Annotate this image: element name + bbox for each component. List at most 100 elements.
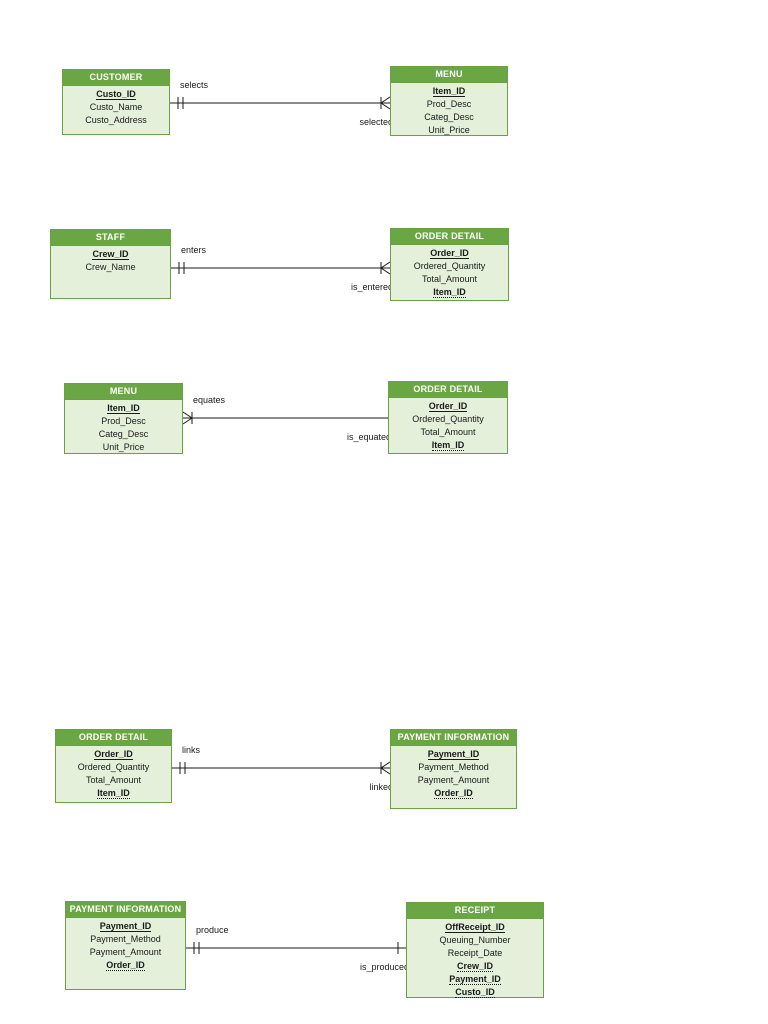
cardinality-many-icon (182, 411, 193, 419)
entity-title: CUSTOMER (63, 70, 169, 86)
entity-attribute: Ordered_Quantity (389, 413, 507, 426)
entity-attribute: Ordered_Quantity (391, 260, 508, 273)
cardinality-many-icon (380, 261, 391, 269)
relationship-label: selected (359, 117, 393, 127)
entity-attribute: Custo_ID (63, 88, 169, 101)
entity-attribute: Order_ID (56, 748, 171, 761)
attribute: Payment_Method (90, 934, 161, 944)
entity-attribute: Item_ID (391, 286, 508, 299)
entity-title: MENU (391, 67, 507, 83)
attribute: Unit_Price (428, 125, 470, 135)
entity-title: ORDER DETAIL (391, 229, 508, 245)
entity-attribute: Categ_Desc (391, 111, 507, 124)
foreign-key-attribute: Item_ID (431, 440, 465, 451)
entity-payment-information-b[interactable]: PAYMENT INFORMATION Payment_ID Payment_Met… (65, 901, 186, 990)
entity-attribute: Item_ID (391, 85, 507, 98)
entity-title: ORDER DETAIL (389, 382, 507, 398)
entity-title: PAYMENT INFORMATION (66, 902, 185, 918)
attribute: Payment_Amount (89, 947, 162, 957)
primary-key-attribute: Order_ID (428, 401, 468, 412)
relationship-label: linked (369, 782, 393, 792)
attribute: Total_Amount (420, 427, 476, 437)
entity-attribute: Total_Amount (389, 426, 507, 439)
entity-attribute: Custo_ID (407, 986, 543, 999)
entity-attribute: Custo_Name (63, 101, 169, 114)
attribute: Prod_Desc (426, 99, 472, 109)
foreign-key-attribute: Crew_ID (456, 961, 493, 972)
attribute: Ordered_Quantity (77, 762, 150, 772)
attribute: Ordered_Quantity (413, 261, 486, 271)
foreign-key-attribute: Item_ID (97, 788, 130, 799)
entity-attribute: Item_ID (65, 402, 182, 415)
cardinality-many-icon (380, 761, 391, 769)
entity-attribute: Categ_Desc (65, 428, 182, 441)
relationship-label: equates (193, 395, 226, 405)
entity-attribute: Total_Amount (56, 774, 171, 787)
entity-attribute: Custo_Address (63, 114, 169, 127)
entity-attribute: OffReceipt_ID (407, 921, 543, 934)
entity-title: STAFF (51, 230, 170, 246)
entity-attribute: Order_ID (391, 787, 516, 800)
entity-attribute: Crew_ID (51, 248, 170, 261)
attribute: Total_Amount (85, 775, 142, 785)
primary-key-attribute: Item_ID (107, 403, 140, 414)
entity-attribute: Item_ID (389, 439, 507, 452)
entity-attribute: Crew_ID (407, 960, 543, 973)
entity-attribute: Crew_Name (51, 261, 170, 274)
attribute: Prod_Desc (101, 416, 146, 426)
foreign-key-attribute: Custo_ID (455, 987, 495, 998)
primary-key-attribute: Custo_ID (96, 89, 136, 100)
entity-attribute: Payment_ID (391, 748, 516, 761)
primary-key-attribute: OffReceipt_ID (445, 922, 505, 933)
attribute: Crew_Name (85, 262, 136, 272)
attribute: Queuing_Number (439, 935, 511, 945)
attribute: Total_Amount (421, 274, 478, 284)
relationship-label: is_entered (351, 282, 393, 292)
relationship-label: produce (196, 925, 229, 935)
foreign-key-attribute: Order_ID (434, 788, 473, 799)
attribute: Payment_Amount (417, 775, 490, 785)
entity-attribute: Payment_ID (66, 920, 185, 933)
entity-attribute: Payment_Method (391, 761, 516, 774)
cardinality-many-icon (380, 96, 391, 104)
foreign-key-attribute: Item_ID (433, 287, 466, 298)
primary-key-attribute: Payment_ID (99, 921, 152, 932)
entity-title: MENU (65, 384, 182, 400)
entity-attribute: Unit_Price (65, 441, 182, 454)
primary-key-attribute: Order_ID (94, 749, 133, 760)
entity-attribute: Receipt_Date (407, 947, 543, 960)
attribute: Ordered_Quantity (412, 414, 484, 424)
entity-attribute: Payment_Amount (66, 946, 185, 959)
entity-attribute: Order_ID (66, 959, 185, 972)
relationship-label: enters (181, 245, 207, 255)
foreign-key-attribute: Order_ID (106, 960, 145, 971)
cardinality-many-icon (380, 102, 391, 110)
cardinality-many-icon (182, 417, 193, 425)
entity-attribute: Payment_Amount (391, 774, 516, 787)
entity-title: ORDER DETAIL (56, 730, 171, 746)
entity-attribute: Queuing_Number (407, 934, 543, 947)
cardinality-many-icon (380, 267, 391, 275)
attribute: Custo_Address (85, 115, 147, 125)
entity-title: PAYMENT INFORMATION (391, 730, 516, 746)
